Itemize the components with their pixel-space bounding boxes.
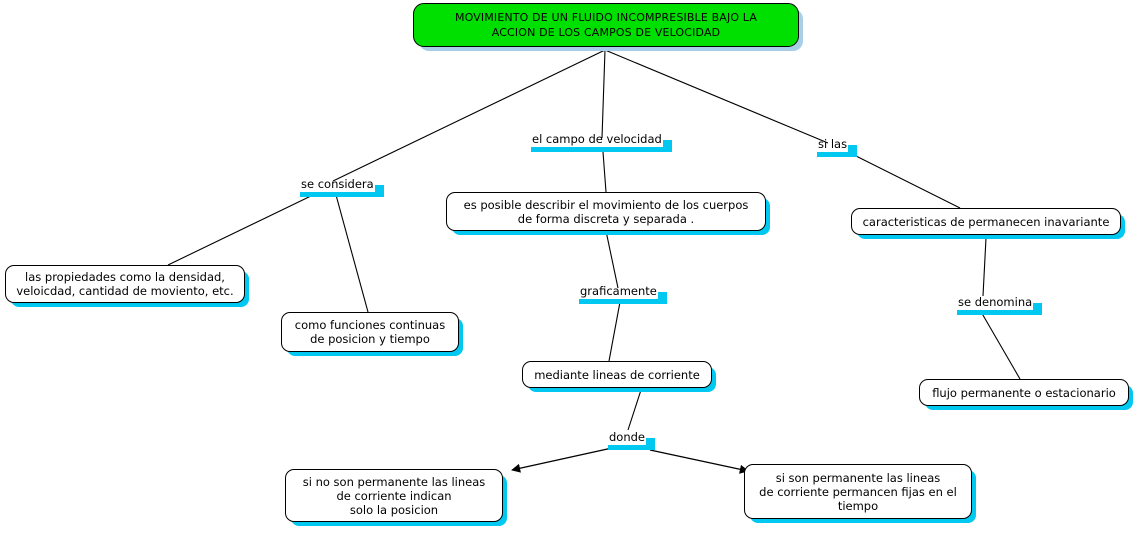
- node-root-movimiento-fluido[interactable]: MOVIMIENTO DE UN FLUIDO INCOMPRESIBLE BA…: [413, 3, 799, 47]
- link-underline-bar: [608, 445, 646, 450]
- node-caracteristicas-inavariante[interactable]: caracteristicas de permanecen inavariant…: [851, 208, 1121, 235]
- link-underline-bar: [531, 147, 663, 152]
- node-no-permanente-line2: de corriente indican: [336, 488, 452, 503]
- link-underline-bar: [817, 152, 849, 157]
- link-tab-marker: [1033, 303, 1043, 315]
- edge-se-denomina-to-flujo: [979, 309, 1021, 380]
- node-no-son-permanente[interactable]: si no son permanente las lineas de corri…: [285, 469, 503, 522]
- link-label-si-las[interactable]: si las: [817, 137, 858, 157]
- edge-lineas-to-donde: [627, 389, 642, 431]
- node-propiedades-line1: las propiedades como la densidad,: [25, 270, 225, 284]
- edge-se-considera-to-funciones: [335, 194, 369, 313]
- link-label-graficamente[interactable]: graficamente: [579, 284, 667, 304]
- node-no-permanente-line1: si no son permanente las lineas: [302, 474, 486, 489]
- node-describir-movimiento[interactable]: es posible describir el movimiento de lo…: [446, 192, 766, 231]
- node-lineas-line1: mediante lineas de corriente: [534, 367, 700, 382]
- node-describir-line2: de forma discreta y separada .: [517, 211, 695, 226]
- edge-caracteristicas-to-se-denomina: [982, 237, 987, 297]
- link-label-graficamente-text: graficamente: [580, 284, 657, 298]
- node-propiedades-line2: veloicdad, cantidad de moviento, etc.: [16, 284, 234, 298]
- node-permanente-line3: tiempo: [837, 498, 879, 513]
- edge-root-to-si-las: [604, 49, 829, 144]
- link-underline-bar: [579, 299, 658, 304]
- node-no-permanente-line3: solo la posicion: [349, 502, 439, 517]
- link-label-el-campo-de-velocidad[interactable]: el campo de velocidad: [531, 132, 672, 152]
- edge-describir-to-graficamente: [605, 230, 619, 289]
- node-flujo-permanente[interactable]: flujo permanente o estacionario: [919, 379, 1129, 406]
- link-tab-marker: [662, 140, 672, 152]
- edge-root-to-campo-velocidad: [601, 49, 606, 139]
- node-funciones-continuas[interactable]: como funciones continuas de posicion y t…: [281, 312, 459, 352]
- node-root-line1: MOVIMIENTO DE UN FLUIDO INCOMPRESIBLE BA…: [454, 11, 758, 24]
- node-root-line2: ACCION DE LOS CAMPOS DE VELOCIDAD: [491, 26, 721, 39]
- link-label-donde-text: donde: [609, 430, 645, 444]
- node-funciones-line1: como funciones continuas: [294, 318, 446, 332]
- link-label-si-las-text: si las: [818, 137, 848, 151]
- link-tab-marker: [657, 292, 667, 304]
- edge-root-to-se-considera: [332, 49, 606, 182]
- edge-graficamente-to-lineas: [608, 301, 621, 362]
- link-underline-bar: [300, 192, 375, 197]
- node-funciones-line2: de posicion y tiempo: [310, 332, 430, 346]
- link-tab-marker: [646, 438, 655, 450]
- link-tab-marker: [848, 145, 858, 157]
- link-tab-marker: [374, 185, 384, 197]
- node-permanente-line1: si son permanente las lineas: [775, 470, 941, 485]
- node-caracteristicas-line1: caracteristicas de permanecen inavariant…: [862, 214, 1110, 229]
- edge-donde-to-no-permanente: [511, 447, 613, 473]
- link-label-donde[interactable]: donde: [608, 430, 655, 450]
- node-lineas-de-corriente[interactable]: mediante lineas de corriente: [522, 361, 712, 388]
- node-flujo-line1: flujo permanente o estacionario: [932, 385, 1116, 400]
- link-label-se-considera[interactable]: se considera: [300, 177, 384, 197]
- edge-donde-to-permanente: [649, 449, 749, 474]
- link-underline-bar: [957, 310, 1034, 315]
- link-label-se-denomina-text: se denomina: [958, 295, 1033, 309]
- edge-si-las-to-caracteristicas: [847, 151, 961, 209]
- link-label-campo-velocidad-text: el campo de velocidad: [532, 132, 662, 146]
- node-propiedades[interactable]: las propiedades como la densidad, veloic…: [5, 265, 245, 303]
- node-describir-line1: es posible describir el movimiento de lo…: [463, 197, 749, 212]
- edge-se-considera-to-propiedades: [167, 194, 314, 266]
- node-permanente-line2: de corriente permancen fijas en el: [759, 484, 957, 499]
- node-son-permanente[interactable]: si son permanente las lineas de corrient…: [744, 464, 972, 519]
- edge-campo-velocidad-to-describir: [602, 151, 607, 193]
- link-label-se-considera-text: se considera: [301, 177, 374, 191]
- link-label-se-denomina[interactable]: se denomina: [957, 295, 1043, 315]
